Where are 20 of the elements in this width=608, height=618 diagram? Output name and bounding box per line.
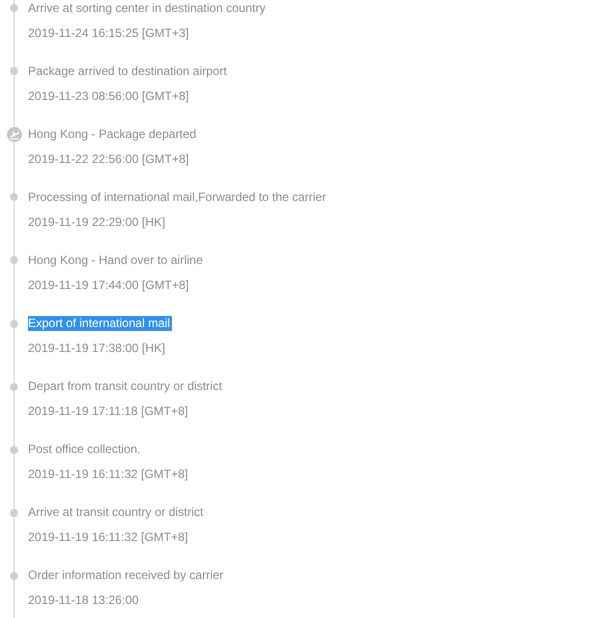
timestamp: 2019-11-24 16:15:25 [GMT+3] <box>28 26 189 40</box>
status-text: Hong Kong - Package departed <box>28 126 196 142</box>
status-text: Arrive at transit country or district <box>28 505 204 520</box>
status-text: Post office collection. <box>28 442 141 458</box>
timestamp: 2019-11-22 22:56:00 [GMT+8] <box>28 152 189 167</box>
timestamp: 2019-11-18 13:26:00 <box>28 593 139 608</box>
timestamp: 2019-11-19 16:11:32 [GMT+8] <box>28 530 188 546</box>
status-text: Hong Kong - Hand over to airline <box>28 252 203 268</box>
timestamp: 2019-11-23 08:56:00 [GMT+8] <box>28 88 189 104</box>
selected-status-text: Export of international mail <box>28 316 172 331</box>
timestamp: 2019-11-19 22:29:00 [HK] <box>28 214 166 230</box>
timestamp: 2019-11-19 17:38:00 [HK] <box>28 341 166 356</box>
timestamp: 2019-11-19 16:11:32 [GMT+8] <box>28 467 188 482</box>
status-text: Order information received by carrier <box>28 568 224 584</box>
status-text: Package arrived to destination airport <box>28 64 227 79</box>
status-text: Processing of international mail,Forwarded to the carrier <box>28 190 326 205</box>
status-text: Depart from transit country or district <box>28 379 222 394</box>
timestamp: 2019-11-19 17:11:18 [GMT+8] <box>28 404 188 420</box>
timestamp: 2019-11-19 17:44:00 [GMT+8] <box>28 278 189 293</box>
status-text: Arrive at sorting center in destination country <box>28 0 266 16</box>
